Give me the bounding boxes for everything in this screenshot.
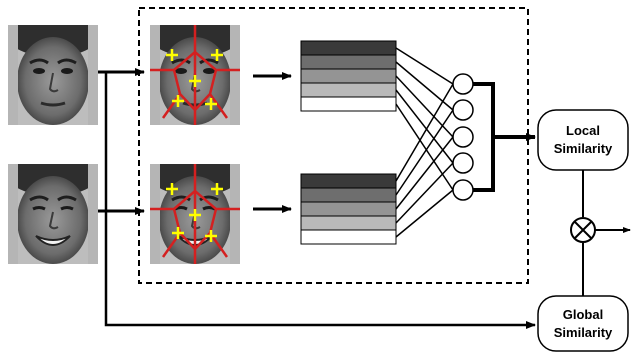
segmented-face-top bbox=[150, 25, 240, 125]
local-processing-box bbox=[138, 7, 529, 284]
smiling-face-image bbox=[8, 164, 98, 264]
neutral-face-image bbox=[8, 25, 98, 125]
histogram-bin bbox=[300, 201, 397, 217]
global-label-line2: Similarity bbox=[554, 325, 613, 340]
neuron-node bbox=[452, 179, 474, 201]
connection-line bbox=[395, 61, 454, 111]
histogram-bin bbox=[300, 187, 397, 203]
connection-line bbox=[395, 83, 454, 182]
local-label-line1: Local bbox=[566, 123, 600, 138]
circled-times-icon bbox=[570, 217, 596, 243]
global-path-arrow bbox=[104, 72, 536, 329]
neuron-node bbox=[452, 126, 474, 148]
connection-line bbox=[395, 47, 454, 85]
connection-line bbox=[395, 162, 454, 224]
aggregation-bracket bbox=[473, 82, 495, 192]
histogram-bin bbox=[300, 40, 397, 56]
connection-line bbox=[395, 136, 454, 210]
neuron-node bbox=[452, 152, 474, 174]
histogram-bin bbox=[300, 96, 397, 112]
segmented-face-bottom bbox=[150, 164, 240, 264]
neuron-node bbox=[452, 99, 474, 121]
histogram-bin bbox=[300, 54, 397, 70]
histogram-bin bbox=[300, 215, 397, 231]
connection-line bbox=[395, 109, 454, 196]
histogram-bin bbox=[300, 68, 397, 84]
neuron-node bbox=[452, 73, 474, 95]
global-label-line1: Global bbox=[563, 307, 603, 322]
local-label-line2: Similarity bbox=[554, 141, 613, 156]
connection-line bbox=[395, 89, 454, 164]
histogram-bin bbox=[300, 173, 397, 189]
connection-line bbox=[395, 103, 454, 191]
global-similarity-box: Global Similarity bbox=[537, 295, 629, 352]
histogram-bin bbox=[300, 229, 397, 245]
feature-histogram-top bbox=[300, 40, 397, 112]
feature-histogram-bottom bbox=[300, 173, 397, 245]
local-similarity-box: Local Similarity bbox=[537, 109, 629, 171]
network-connections bbox=[395, 47, 454, 238]
connection-line bbox=[395, 75, 454, 138]
histogram-bin bbox=[300, 82, 397, 98]
connection-line bbox=[395, 189, 454, 238]
neuron-layer bbox=[452, 73, 474, 201]
